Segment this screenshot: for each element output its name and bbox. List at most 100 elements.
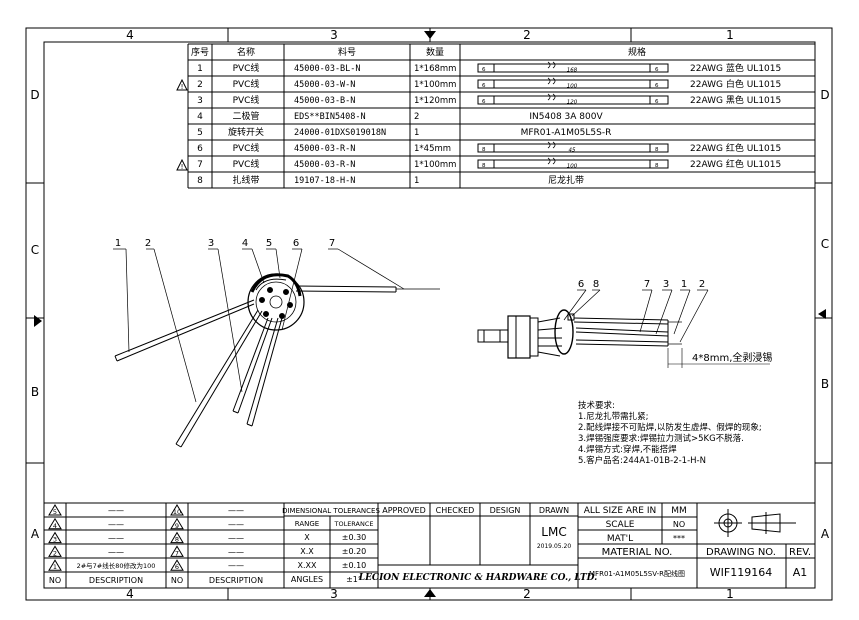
rev-desc-header: DESCRIPTION — [209, 576, 263, 585]
diode-lead — [255, 278, 287, 291]
wire-6 — [246, 317, 279, 425]
bom-item-no: 8 — [197, 176, 203, 186]
tech-note-line: 5.客户品名:244A1-01B-2-1-H-N — [578, 455, 706, 466]
switch-inner-ring — [255, 281, 297, 323]
material-no-value: MFR01-A1M05L5SV-R配线图 — [589, 569, 685, 578]
bom-item-no: 6 — [197, 144, 203, 154]
bom-spec: 22AWG 黑色 UL1015 — [690, 94, 781, 106]
bom-item-no: 5 — [197, 128, 203, 138]
revision-flag-icon — [170, 531, 184, 544]
revision-no: 4 — [53, 522, 57, 530]
balloon-3: 3 — [663, 279, 669, 290]
zone-row-label: C — [821, 237, 829, 251]
revision-flag-icon — [48, 531, 62, 544]
revision-flag-icon — [48, 504, 62, 516]
material-value: *** — [673, 534, 685, 543]
bom-header: 名称 — [237, 46, 255, 58]
balloon-8: 8 — [593, 279, 599, 290]
wire-bundle — [573, 321, 669, 325]
revision-flag-icon — [170, 559, 184, 571]
balloon-1: 1 — [115, 238, 121, 249]
zone-ticks — [26, 28, 832, 600]
balloon-7: 7 — [644, 279, 650, 290]
bom-item-name: 扎线带 — [232, 174, 259, 186]
switch-body-side — [507, 315, 531, 359]
tolerance-value: ±0.20 — [342, 547, 367, 556]
wire-1 — [114, 299, 255, 357]
bom-item-name: PVC线 — [233, 62, 260, 74]
balloon-7: 7 — [329, 238, 335, 249]
revision-description: —— — [108, 520, 124, 529]
tolerance-value: ±1° — [346, 575, 362, 584]
tolerance-range: X.X — [300, 547, 314, 556]
company-name: LECION ELECTRONIC & HARDWARE CO., LTD. — [358, 573, 598, 583]
diode-part-4 — [250, 273, 302, 297]
terminal-dot — [283, 289, 289, 295]
zone-col-label: 4 — [126, 28, 134, 42]
tech-note-line: 3.焊锡强度要求:焊锡拉力测试>5KG不脱落. — [578, 433, 744, 444]
terminal-dot — [267, 287, 273, 293]
revision-description: —— — [228, 534, 244, 543]
revision-flag-icon — [170, 517, 184, 530]
terminal-block — [529, 317, 539, 357]
revision-flag-icon — [48, 559, 62, 571]
size-label: ALL SIZE ARE IN — [584, 506, 656, 516]
left-balloons: 1 2 3 4 5 6 7 — [115, 238, 335, 249]
revision-description: —— — [108, 547, 124, 556]
break-mark — [547, 141, 556, 149]
bom-spec: 22AWG 红色 UL1015 — [690, 158, 781, 170]
terminal-dot — [263, 311, 269, 317]
bom-item-name: PVC线 — [233, 158, 260, 170]
tech-note-line: 2.配线焊接不可贴焊,以防发生虚焊、假焊的现象; — [578, 422, 762, 433]
bom-item-no: 4 — [197, 112, 203, 122]
revision-no: 6 — [175, 563, 179, 571]
wire-bundle — [575, 343, 669, 347]
strip-note: 4*8mm,全剥浸锡 — [692, 351, 772, 364]
unit-value: MM — [671, 506, 687, 516]
projection-symbol-icon — [714, 509, 796, 537]
scale-value: NO — [673, 520, 685, 529]
balloon-6: 6 — [293, 238, 299, 249]
center-arrow-top — [424, 31, 436, 39]
wire-length: 100 — [567, 164, 578, 170]
wire-bundle — [575, 331, 669, 337]
bom-item-name: 旋转开关 — [228, 126, 264, 138]
bom-qty: 1*168mm — [414, 64, 456, 74]
zone-row-label: B — [821, 377, 829, 391]
wire-length: 45 — [569, 148, 576, 154]
bom-header: 数量 — [426, 46, 444, 58]
balloon-2: 2 — [699, 279, 705, 290]
bom-spec: 22AWG 蓝色 UL1015 — [690, 62, 781, 74]
wire-outline — [477, 95, 669, 105]
revision-flag-icon — [48, 517, 62, 530]
wire-strip-length: 6 — [655, 67, 659, 73]
bom-item-no: 7 — [197, 160, 203, 170]
revision-description: 2#与7#线长80修改为100 — [77, 561, 156, 570]
rev-value: A1 — [793, 566, 808, 579]
tolerance-value: ±0.10 — [342, 561, 367, 570]
bom-spec: IN5408 3A 800V — [529, 112, 603, 122]
switch-assembly-side-view — [477, 289, 770, 368]
bom-part-no: 24000-01DXS019018N — [294, 128, 386, 138]
rev-no-header: NO — [49, 576, 61, 585]
bom-header: 序号 — [191, 46, 209, 58]
zone-row-label: D — [820, 88, 829, 102]
wire-strip-length: 8 — [655, 147, 659, 153]
tolerance-title: DIMENSIONAL TOLERANCES — [282, 507, 380, 515]
bom-part-no: 45000-03-R-N — [294, 160, 355, 170]
bom-header: 料号 — [338, 46, 356, 58]
wire-7 — [295, 290, 397, 293]
zone-col-label: 3 — [330, 28, 338, 42]
balloon-5: 5 — [266, 238, 272, 249]
zone-col-label: 2 — [523, 28, 531, 42]
break-mark — [547, 157, 556, 165]
tolerance-header: TOLERANCE — [333, 520, 373, 528]
revision-no: 8 — [175, 536, 179, 544]
break-mark — [547, 93, 556, 101]
bom-item-name: 二极管 — [232, 110, 259, 122]
balloon-6: 6 — [578, 279, 584, 290]
zone-row-label: C — [31, 243, 39, 257]
wire-outline — [477, 63, 669, 73]
revision-description: —— — [108, 534, 124, 543]
